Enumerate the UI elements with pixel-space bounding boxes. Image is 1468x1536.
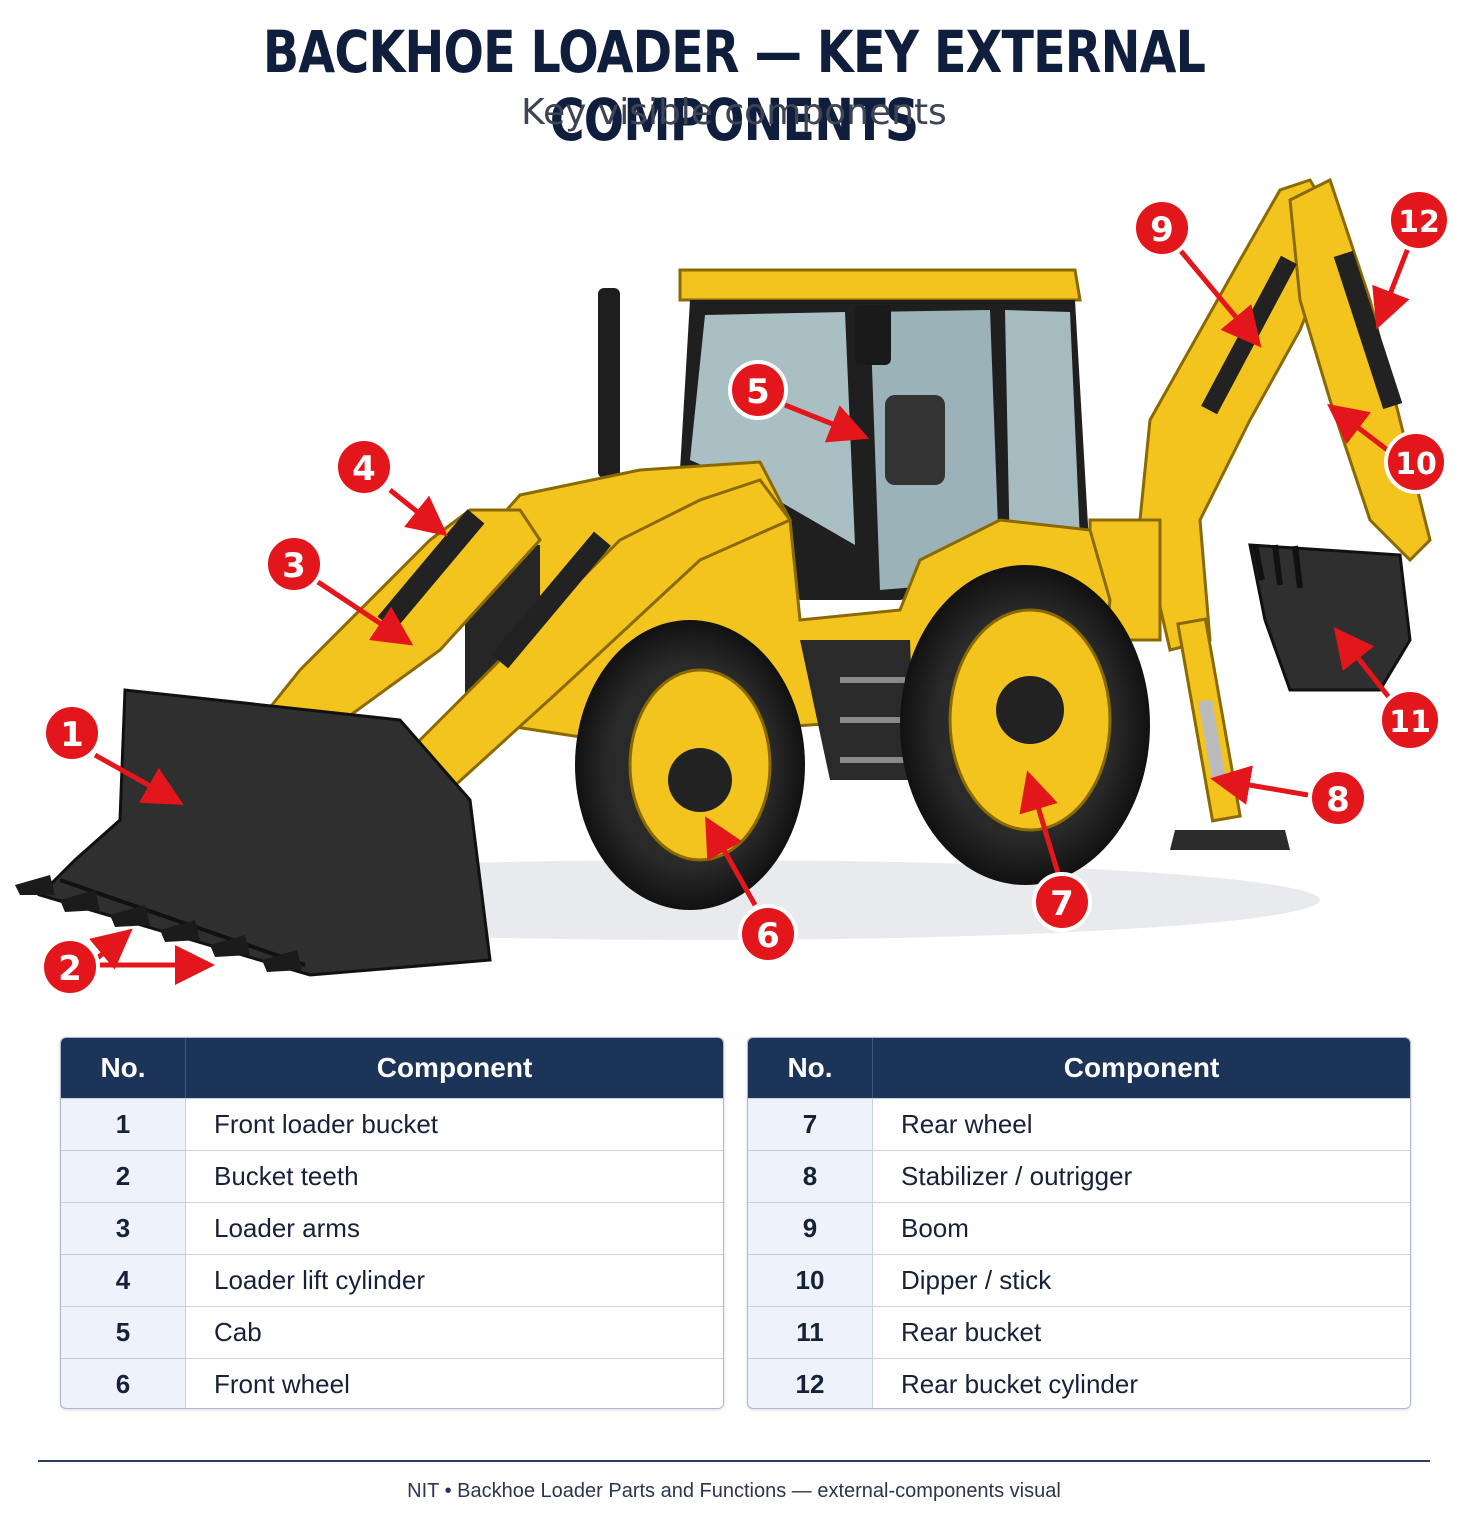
callout-label-10: 10 xyxy=(1395,447,1437,482)
callout-badge-7: 7 xyxy=(1032,872,1092,932)
callout-label-1: 1 xyxy=(60,715,84,755)
row-number: 3 xyxy=(61,1203,186,1254)
callout-label-12: 12 xyxy=(1398,205,1440,240)
table-row: 12 Rear bucket cylinder xyxy=(748,1358,1410,1408)
page-subtitle: Key visible components xyxy=(521,92,947,133)
callout-badge-9: 9 xyxy=(1132,198,1192,258)
exhaust-pipe xyxy=(598,288,620,478)
row-component: Boom xyxy=(873,1203,1410,1254)
callout-badge-2: 2 xyxy=(40,937,100,997)
row-component: Loader arms xyxy=(186,1203,723,1254)
row-number: 7 xyxy=(748,1099,873,1150)
header-no: No. xyxy=(61,1038,186,1098)
row-component: Cab xyxy=(186,1307,723,1358)
callout-badge-8: 8 xyxy=(1308,768,1368,828)
row-number: 1 xyxy=(61,1099,186,1150)
row-component: Rear bucket xyxy=(873,1307,1410,1358)
rear-wheel xyxy=(900,565,1150,885)
footer-divider xyxy=(38,1460,1430,1462)
callout-badge-10: 10 xyxy=(1384,430,1448,494)
front-bucket xyxy=(15,688,492,977)
row-component: Rear bucket cylinder xyxy=(873,1359,1410,1408)
stabilizer xyxy=(1170,617,1290,850)
callout-label-4: 4 xyxy=(352,449,376,489)
callout-badge-1: 1 xyxy=(42,703,102,763)
row-number: 10 xyxy=(748,1255,873,1306)
row-number: 6 xyxy=(61,1359,186,1408)
header-component: Component xyxy=(376,1052,533,1083)
table-row: 6 Front wheel xyxy=(61,1358,723,1408)
callout-badge-12: 12 xyxy=(1387,188,1451,252)
footer-caption: NIT • Backhoe Loader Parts and Functions… xyxy=(407,1480,1061,1502)
callout-label-11: 11 xyxy=(1389,705,1431,740)
components-table-right: No. Component 7 Rear wheel 8 Stabilizer … xyxy=(747,1037,1411,1409)
row-component: Bucket teeth xyxy=(186,1151,723,1202)
callout-label-6: 6 xyxy=(756,916,780,956)
table-row: 1 Front loader bucket xyxy=(61,1098,723,1150)
table-header: No. Component xyxy=(61,1038,723,1098)
row-component: Loader lift cylinder xyxy=(186,1255,723,1306)
row-number: 8 xyxy=(748,1151,873,1202)
row-number: 12 xyxy=(748,1359,873,1408)
table-row: 2 Bucket teeth xyxy=(61,1150,723,1202)
table-row: 3 Loader arms xyxy=(61,1202,723,1254)
callout-badge-5: 5 xyxy=(728,360,788,420)
row-number: 4 xyxy=(61,1255,186,1306)
table-header: No. Component xyxy=(748,1038,1410,1098)
callout-badge-4: 4 xyxy=(334,437,394,497)
backhoe-loader-illustration: 1 2 3 4 5 6 7 8 9 10 11 12 xyxy=(15,177,1451,997)
page-title: BACKHOE LOADER — KEY EXTERNAL COMPONENTS xyxy=(262,18,1206,154)
row-number: 11 xyxy=(748,1307,873,1358)
callout-arrows xyxy=(89,247,1411,985)
header-no: No. xyxy=(748,1038,873,1098)
header-component: Component xyxy=(1063,1052,1220,1083)
table-row: 7 Rear wheel xyxy=(748,1098,1410,1150)
row-component: Rear wheel xyxy=(873,1099,1410,1150)
front-wheel xyxy=(575,620,805,910)
callout-label-7: 7 xyxy=(1050,884,1074,924)
row-number: 5 xyxy=(61,1307,186,1358)
table-row: 11 Rear bucket xyxy=(748,1306,1410,1358)
callout-label-5: 5 xyxy=(746,372,770,412)
callout-label-8: 8 xyxy=(1326,780,1350,820)
callout-label-3: 3 xyxy=(282,546,306,586)
table-row: 4 Loader lift cylinder xyxy=(61,1254,723,1306)
row-component: Dipper / stick xyxy=(873,1255,1410,1306)
callout-badge-3: 3 xyxy=(264,534,324,594)
table-row: 10 Dipper / stick xyxy=(748,1254,1410,1306)
callout-badge-6: 6 xyxy=(738,904,798,964)
callout-badge-11: 11 xyxy=(1378,688,1442,752)
row-component: Stabilizer / outrigger xyxy=(873,1151,1410,1202)
table-row: 5 Cab xyxy=(61,1306,723,1358)
row-component: Front wheel xyxy=(186,1359,723,1408)
callout-label-2: 2 xyxy=(58,949,82,989)
table-row: 8 Stabilizer / outrigger xyxy=(748,1150,1410,1202)
row-number: 9 xyxy=(748,1203,873,1254)
row-component: Front loader bucket xyxy=(186,1099,723,1150)
components-table-left: No. Component 1 Front loader bucket 2 Bu… xyxy=(60,1037,724,1409)
callout-label-9: 9 xyxy=(1150,210,1174,250)
row-number: 2 xyxy=(61,1151,186,1202)
table-row: 9 Boom xyxy=(748,1202,1410,1254)
